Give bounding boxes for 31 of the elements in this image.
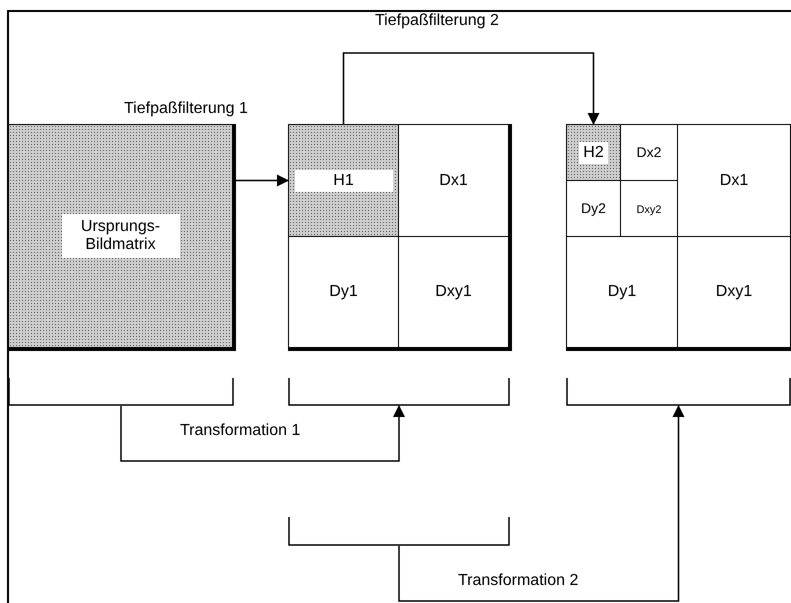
cell-label: Dx1: [439, 172, 468, 190]
matrix-cell: [288, 236, 399, 351]
arrow: [236, 174, 289, 186]
matrix-cell: [398, 124, 512, 237]
arrow: [120, 405, 405, 462]
cell-label: H1: [294, 170, 392, 192]
bracket: [566, 378, 791, 406]
arrow: [398, 405, 684, 602]
shaded-matrix-cell: [8, 124, 236, 351]
cell-label: Dxy1: [435, 283, 472, 301]
bracket: [288, 378, 510, 406]
cell-label: Dxy1: [716, 283, 752, 301]
matrix-cell: [677, 236, 791, 351]
cell-label: Dy2: [581, 200, 606, 216]
cell-label: Ursprungs-Bildmatrix: [62, 214, 180, 258]
bracket: [288, 517, 510, 546]
edge-label: Tiefpaßfilterung 2: [373, 12, 501, 30]
cell-label: Dxy2: [636, 204, 662, 216]
matrix-cell: [566, 236, 678, 351]
shaded-matrix-cell: [566, 124, 621, 181]
cell-label: Dx1: [720, 172, 748, 190]
edge-label: Tiefpaßfilterung 1: [122, 100, 250, 118]
cell-label: Dy1: [329, 283, 358, 301]
bracket: [8, 378, 234, 406]
shaded-matrix-cell: [288, 124, 399, 237]
cell-label: Dx2: [636, 144, 662, 160]
matrix-cell: [677, 124, 791, 237]
arrow: [342, 52, 600, 125]
cell-label: H2: [579, 142, 608, 164]
matrix-cell: [398, 236, 512, 351]
cell-label: Dy1: [608, 283, 636, 301]
